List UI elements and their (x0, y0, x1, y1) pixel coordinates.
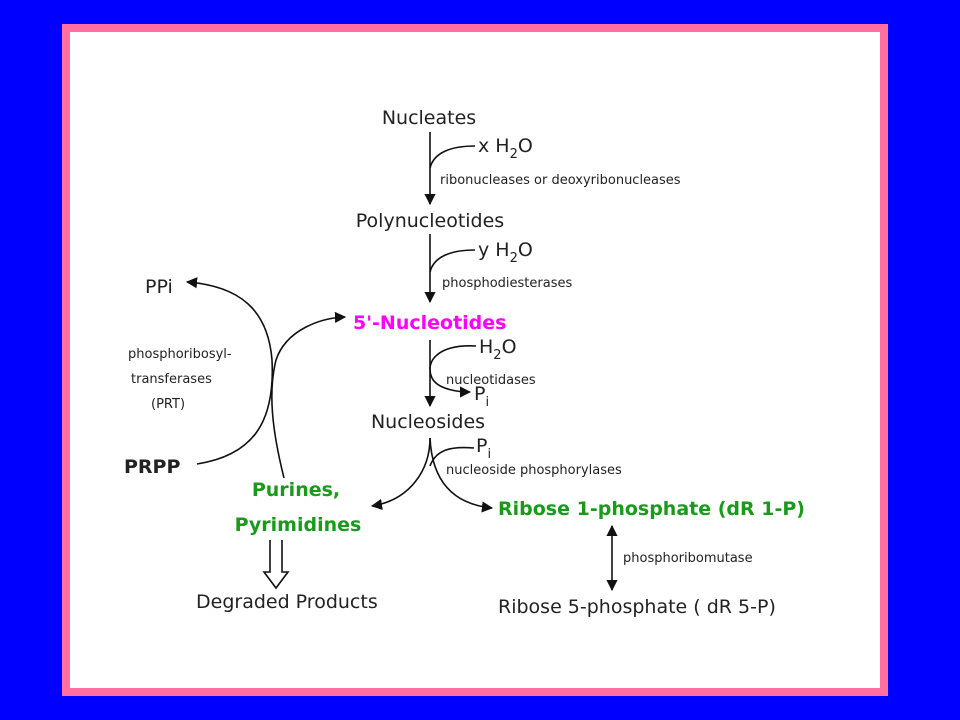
node-polynucleotides: Polynucleotides (356, 210, 504, 232)
enzyme-phosphodiesterases: phosphodiesterases (442, 276, 572, 291)
arrow-prpp-to-ppi (185, 277, 274, 465)
reagent-water: H2O (479, 336, 517, 363)
phosphate-input-curve (429, 446, 475, 467)
node-purines: Purines, (252, 479, 340, 501)
enzyme-nucleoside-phosphorylases: nucleoside phosphorylases (446, 463, 622, 478)
node-ribose-1-phosphate: Ribose 1-phosphate (dR 1-P) (498, 498, 805, 520)
node-pyrimidines: Pyrimidines (235, 514, 362, 536)
reagent-phosphate-out: Pi (474, 383, 489, 410)
enzyme-prt-line-1: phosphoribosyl- (128, 347, 232, 362)
water-input-curve-3 (429, 345, 477, 398)
reagent-y-water: y H2O (478, 239, 533, 266)
node-degraded-products: Degraded Products (196, 591, 378, 613)
enzyme-prt-line-2: transferases (131, 372, 212, 387)
enzyme-prt-line-3: (PRT) (151, 397, 185, 412)
double-arrow-degradation (262, 540, 290, 590)
node-ribose-5-phosphate: Ribose 5-phosphate ( dR 5-P) (498, 596, 776, 618)
water-input-curve-2 (429, 249, 476, 273)
reagent-x-water: x H2O (478, 135, 533, 162)
arrow-nucleosides-to-bases (370, 437, 431, 510)
diagram-panel (62, 24, 888, 696)
arrow-nucleosides-to-ribose1p (429, 437, 494, 513)
node-ppi: PPi (145, 276, 173, 298)
reagent-phosphate-in: Pi (476, 435, 491, 462)
enzyme-nucleotidases: nucleotidases (446, 373, 536, 388)
node-prpp: PRPP (124, 456, 180, 478)
node-nucleosides: Nucleosides (371, 411, 485, 433)
water-input-curve-1 (429, 145, 476, 169)
enzyme-ribonucleases: ribonucleases or deoxyribonucleases (440, 173, 681, 188)
arrow-bases-to-nucleotides (271, 311, 347, 479)
node-nucleates: Nucleates (382, 107, 476, 129)
node-5-nucleotides: 5'-Nucleotides (353, 312, 506, 334)
enzyme-phosphoribomutase: phosphoribomutase (623, 551, 753, 566)
